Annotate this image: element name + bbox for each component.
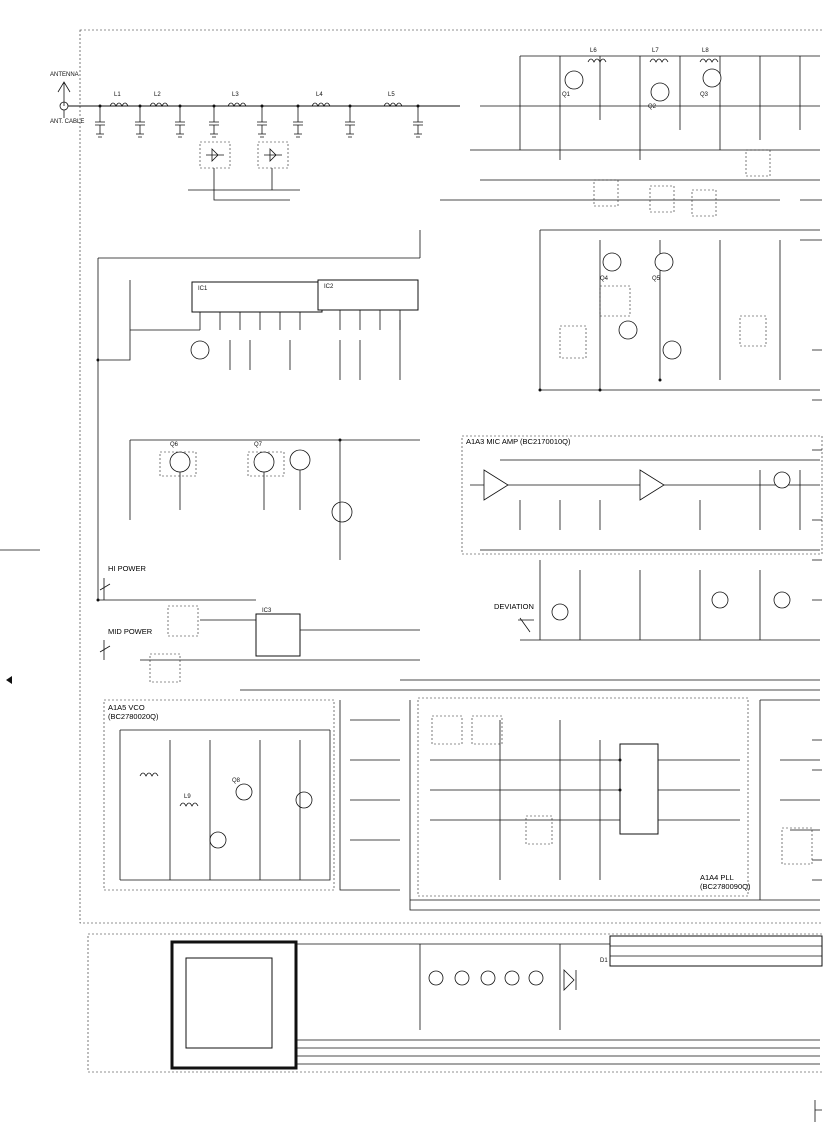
svg-text:Q7: Q7 xyxy=(254,442,263,448)
svg-text:L9: L9 xyxy=(184,794,191,800)
mid-power-label: MID POWER xyxy=(108,627,153,636)
svg-text:IC2: IC2 xyxy=(324,284,334,290)
svg-text:L5: L5 xyxy=(388,92,395,98)
hi-power-label: HI POWER xyxy=(108,564,147,573)
pll-block: A1A4 PLL (BC2780090Q) xyxy=(339,697,820,911)
svg-text:L2: L2 xyxy=(154,92,161,98)
svg-text:L1: L1 xyxy=(114,92,121,98)
antenna-jack-label: ANT. CABLE xyxy=(50,119,84,125)
driver-section: Q4 Q5 xyxy=(539,229,820,391)
pll-title-1: A1A4 PLL xyxy=(700,873,734,882)
svg-text:L4: L4 xyxy=(316,92,323,98)
main-board-border xyxy=(79,29,823,924)
mic-amp-title: A1A3 MIC AMP (BC2170010Q) xyxy=(466,437,571,446)
svg-text:Q2: Q2 xyxy=(648,104,657,110)
svg-text:L7: L7 xyxy=(652,48,659,54)
svg-text:L6: L6 xyxy=(590,48,597,54)
svg-text:L8: L8 xyxy=(702,48,709,54)
svg-text:L3: L3 xyxy=(232,92,239,98)
right-edge-bus xyxy=(800,199,822,1122)
svg-text:Q1: Q1 xyxy=(562,92,571,98)
rf-amplifier-section: L6 L7 L8 Q1 Q2 Q3 xyxy=(440,48,820,217)
regulator-section: Q6 Q7 xyxy=(129,439,420,560)
svg-text:Q3: Q3 xyxy=(700,92,709,98)
svg-text:Q5: Q5 xyxy=(652,276,661,282)
deviation-section: DEVIATION xyxy=(480,549,820,641)
power-control-section: HI POWER MID POWER IC3 xyxy=(98,564,820,691)
vco-block: A1A5 VCO (BC2780020Q) L9 Q8 xyxy=(103,699,335,891)
display-board: D1 xyxy=(170,935,823,1070)
pll-title-2: (BC2780090Q) xyxy=(700,882,751,891)
rf-input-chain: L1 L2 L3 L4 L5 xyxy=(68,92,460,201)
svg-text:Q8: Q8 xyxy=(232,778,241,784)
svg-text:D1: D1 xyxy=(600,958,608,964)
svg-text:Q4: Q4 xyxy=(600,276,609,282)
antenna-symbol xyxy=(57,81,71,118)
svg-text:Q6: Q6 xyxy=(170,442,179,448)
antenna-label: ANTENNA xyxy=(50,72,79,78)
deviation-label: DEVIATION xyxy=(494,602,534,611)
vco-title-2: (BC2780020Q) xyxy=(108,712,159,721)
svg-text:IC3: IC3 xyxy=(262,608,272,614)
svg-text:IC1: IC1 xyxy=(198,286,208,292)
left-edge-marker xyxy=(0,549,40,684)
mic-amp-block: A1A3 MIC AMP (BC2170010Q) xyxy=(461,435,823,555)
ic1-power-module: IC1 IC2 xyxy=(97,230,421,600)
junction-dots xyxy=(96,104,662,792)
vco-title-1: A1A5 VCO xyxy=(108,703,145,712)
